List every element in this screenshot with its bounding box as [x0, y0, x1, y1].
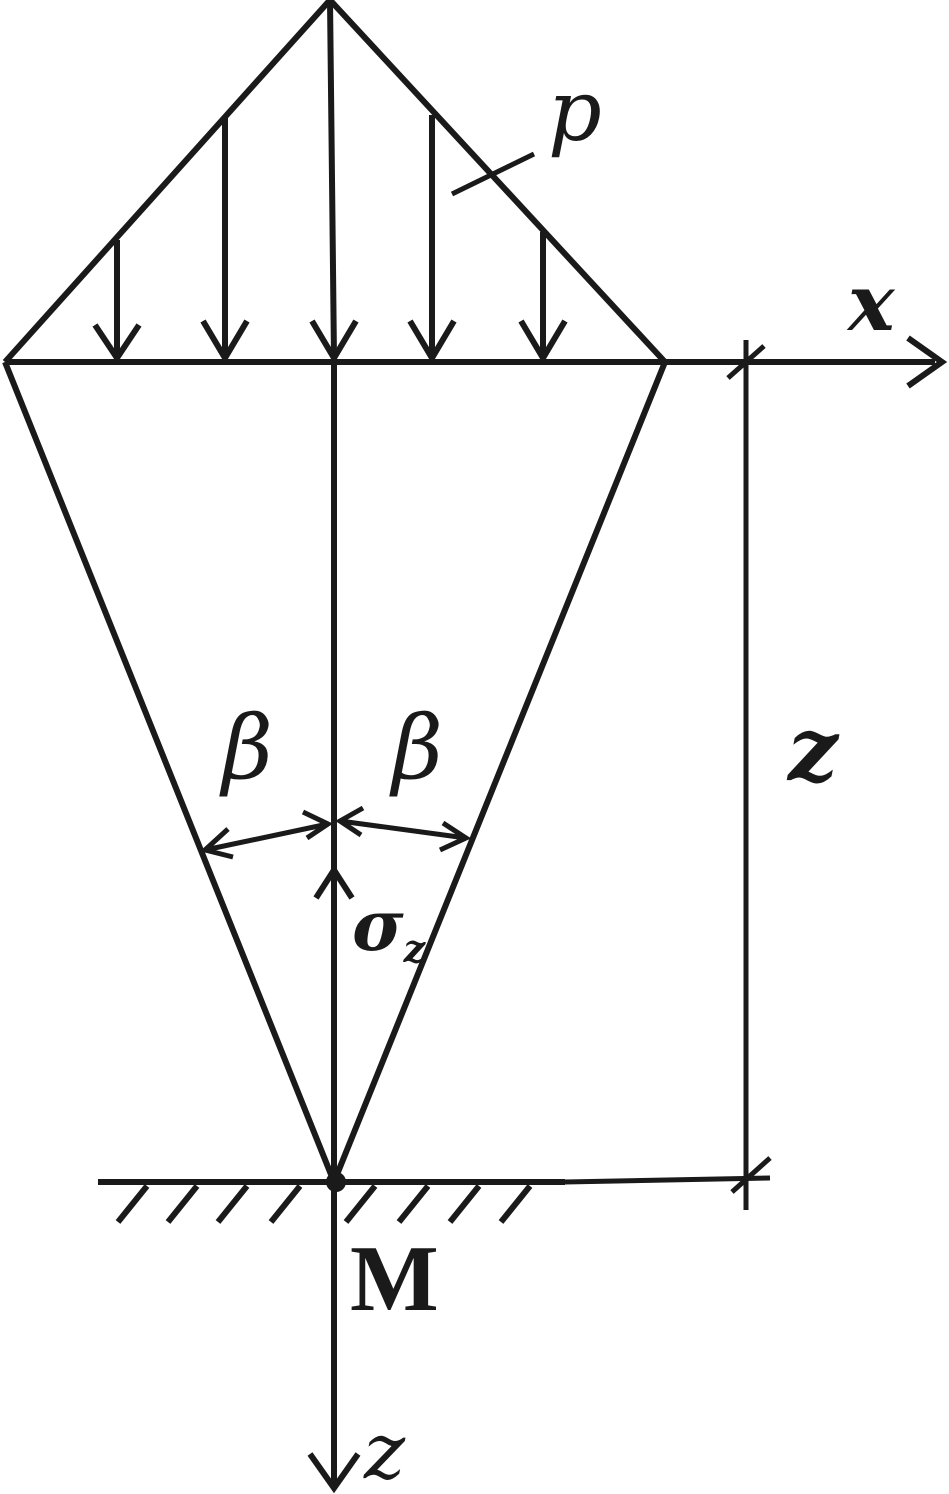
x-axis-label: x: [846, 258, 896, 349]
stress-sigma: σ: [352, 884, 404, 967]
hatch-3: [215, 1184, 250, 1224]
z-axis-label: z: [363, 1407, 406, 1494]
stress-subscript: z: [403, 926, 427, 971]
load-arrow-2-head: [200, 319, 250, 364]
depth-tick-top: [726, 344, 766, 380]
hatch-4: [268, 1184, 303, 1224]
angle-right-arrow-head-b: [438, 820, 472, 853]
hatch-7: [447, 1184, 482, 1224]
load-label: p: [548, 62, 602, 160]
stress-arrow-head: [313, 864, 355, 900]
hatch-6: [396, 1184, 431, 1224]
ground-hatching: [115, 1184, 533, 1224]
load-arrows: [92, 0, 568, 364]
angle-right-label: β: [389, 696, 443, 799]
x-axis-arrowhead: [906, 335, 948, 389]
angle-left-arrow-head-b: [301, 809, 334, 841]
hatch-8: [498, 1184, 533, 1224]
load-arrow-4-head: [407, 319, 457, 364]
load-arrow-3: [327, 0, 337, 359]
point-m-label: M: [350, 1227, 439, 1331]
z-axis-arrowhead: [307, 1452, 361, 1494]
load-leader-line: [450, 151, 536, 197]
load-arrow-3-head: [309, 319, 359, 364]
angle-left-arrow-head-a: [199, 827, 234, 860]
angle-right-arrow-head-a: [335, 805, 365, 838]
stress-label: σz: [352, 884, 427, 971]
hatch-1: [115, 1184, 150, 1224]
hatch-5: [343, 1184, 378, 1224]
angle-arrows: [199, 805, 472, 860]
load-arrow-5-head: [518, 319, 568, 364]
angle-left-label: β: [219, 696, 273, 799]
hatch-2: [165, 1184, 200, 1224]
depth-reference-line: [564, 1175, 771, 1185]
angle-left-arrow-line: [204, 821, 329, 853]
angle-right-arrow-line: [339, 818, 467, 841]
load-arrow-1-head: [92, 323, 142, 364]
wedge-right-line: [331, 360, 668, 1184]
depth-tick-bottom: [730, 1156, 772, 1194]
depth-label: z: [786, 697, 840, 801]
load-triangle: [2, 0, 668, 365]
wedge-left-line: [2, 360, 337, 1184]
